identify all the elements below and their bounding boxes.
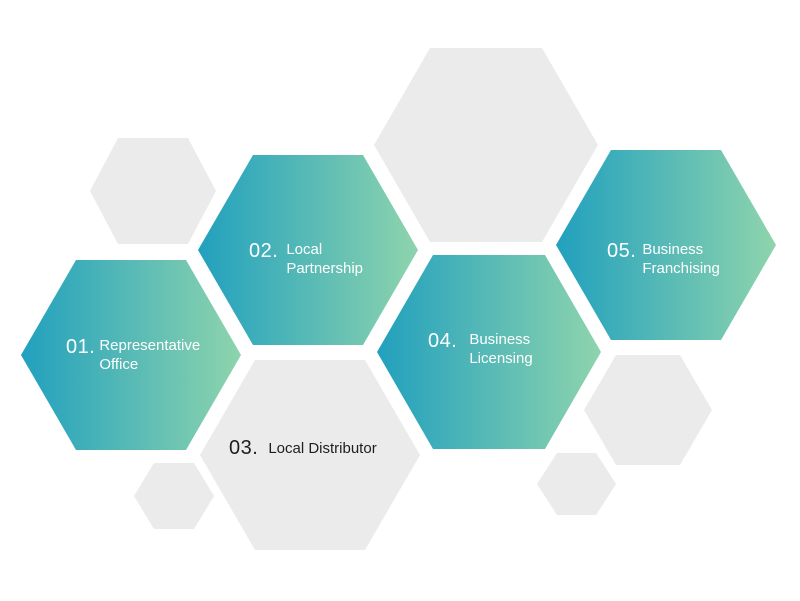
step-text-05-line1: Business [642, 241, 704, 258]
step-text-02-line2: Partnership [286, 260, 364, 277]
decor-hexagon-right [584, 355, 712, 465]
step-label-04: 04. Business Licensing [428, 330, 533, 368]
step-hexagon-01 [21, 260, 241, 450]
step-text-04: Business Licensing [469, 330, 532, 368]
step-text-02: Local Partnership [286, 240, 363, 278]
step-number-02: 02. [249, 240, 279, 262]
step-text-05-line2: Franchising [642, 260, 720, 277]
step-text-03: Local Distributor [268, 439, 376, 458]
step-number-03: 03. [229, 437, 259, 459]
step-text-03-line1: Local Distributor [268, 440, 377, 457]
decor-hexagon-large-top [374, 48, 598, 242]
step-text-01: Representative Office [99, 336, 200, 374]
step-text-01-line1: Representative [99, 337, 201, 354]
step-hexagon-02 [198, 155, 418, 345]
step-number-01: 01. [66, 336, 96, 358]
step-label-05: 05. Business Franchising [607, 240, 720, 278]
step-text-01-line2: Office [99, 356, 139, 373]
step-text-04-line1: Business [469, 331, 531, 348]
step-hexagon-03 [200, 360, 420, 550]
step-hexagon-04 [377, 255, 601, 449]
step-label-03: 03. Local Distributor [229, 437, 377, 459]
decor-hexagon-small-left [90, 138, 216, 244]
decor-hexagon-tiny-bottom-left [134, 463, 214, 529]
step-text-05: Business Franchising [642, 240, 720, 278]
step-text-02-line1: Local [286, 241, 323, 258]
decor-hexagon-tiny-bottom-right [537, 453, 616, 515]
step-hexagon-05 [556, 150, 776, 340]
step-number-04: 04. [428, 330, 458, 352]
step-number-05: 05. [607, 240, 637, 262]
step-label-01: 01. Representative Office [66, 336, 200, 374]
step-text-04-line2: Licensing [469, 350, 533, 367]
step-label-02: 02. Local Partnership [249, 240, 363, 278]
